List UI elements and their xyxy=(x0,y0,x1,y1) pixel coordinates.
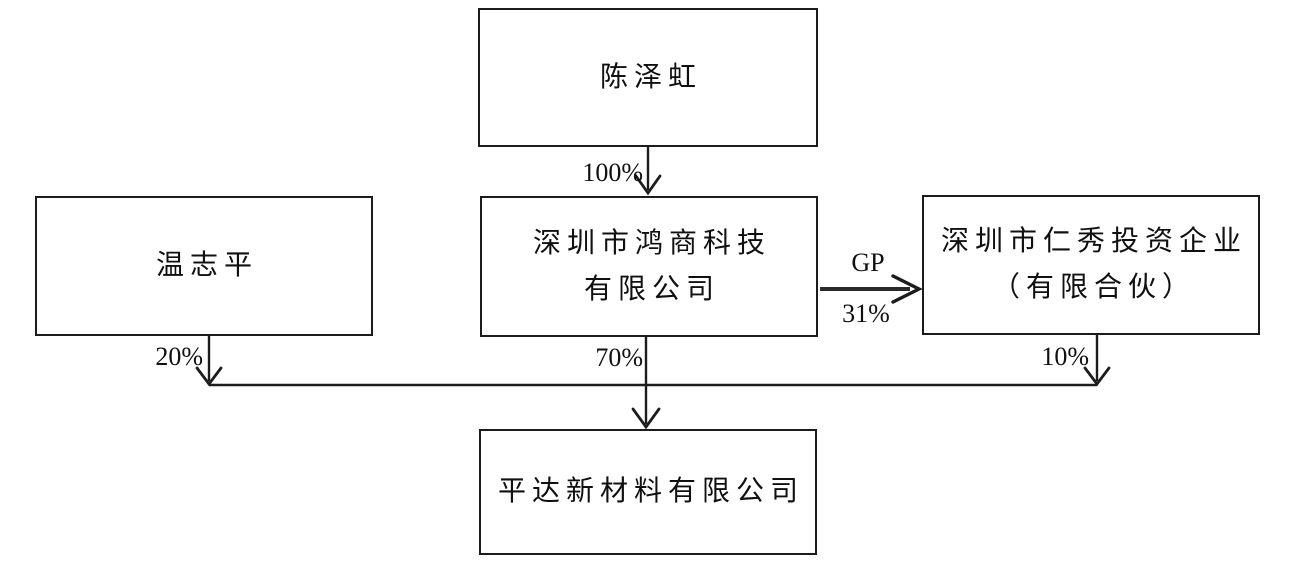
node-renxiu-touzi: 深圳市仁秀投资企业 （有限合伙） xyxy=(922,195,1260,335)
node-wen-zhiping: 温志平 xyxy=(35,196,373,336)
node-label-line2: 有限公司 xyxy=(583,273,720,305)
node-pingda-xincailiao: 平达新材料有限公司 xyxy=(479,429,817,555)
node-chen-zehong: 陈泽虹 xyxy=(478,8,818,147)
edge-label-20-percent: 20% xyxy=(155,342,203,371)
edge-label-gp: GP xyxy=(851,248,885,277)
edge-label-10-percent: 10% xyxy=(1041,342,1089,371)
node-label: 平达新材料有限公司 xyxy=(497,476,804,507)
node-hongshang-keji: 深圳市鸿商科技 有限公司 xyxy=(480,196,818,337)
edge-label-70-percent: 70% xyxy=(595,343,643,372)
edge-label-100-percent: 100% xyxy=(582,158,643,187)
node-label-line1: 深圳市鸿商科技 xyxy=(532,227,771,259)
arrowhead-down-icon xyxy=(631,407,661,430)
node-label: 陈泽虹 xyxy=(599,61,702,93)
edge-label-31-percent: 31% xyxy=(842,299,890,328)
arrowhead-right-icon xyxy=(891,274,923,304)
node-label: 温志平 xyxy=(155,250,258,281)
node-label-line1: 深圳市仁秀投资企业 xyxy=(940,226,1247,257)
node-label-line2: （有限合伙） xyxy=(991,272,1196,303)
